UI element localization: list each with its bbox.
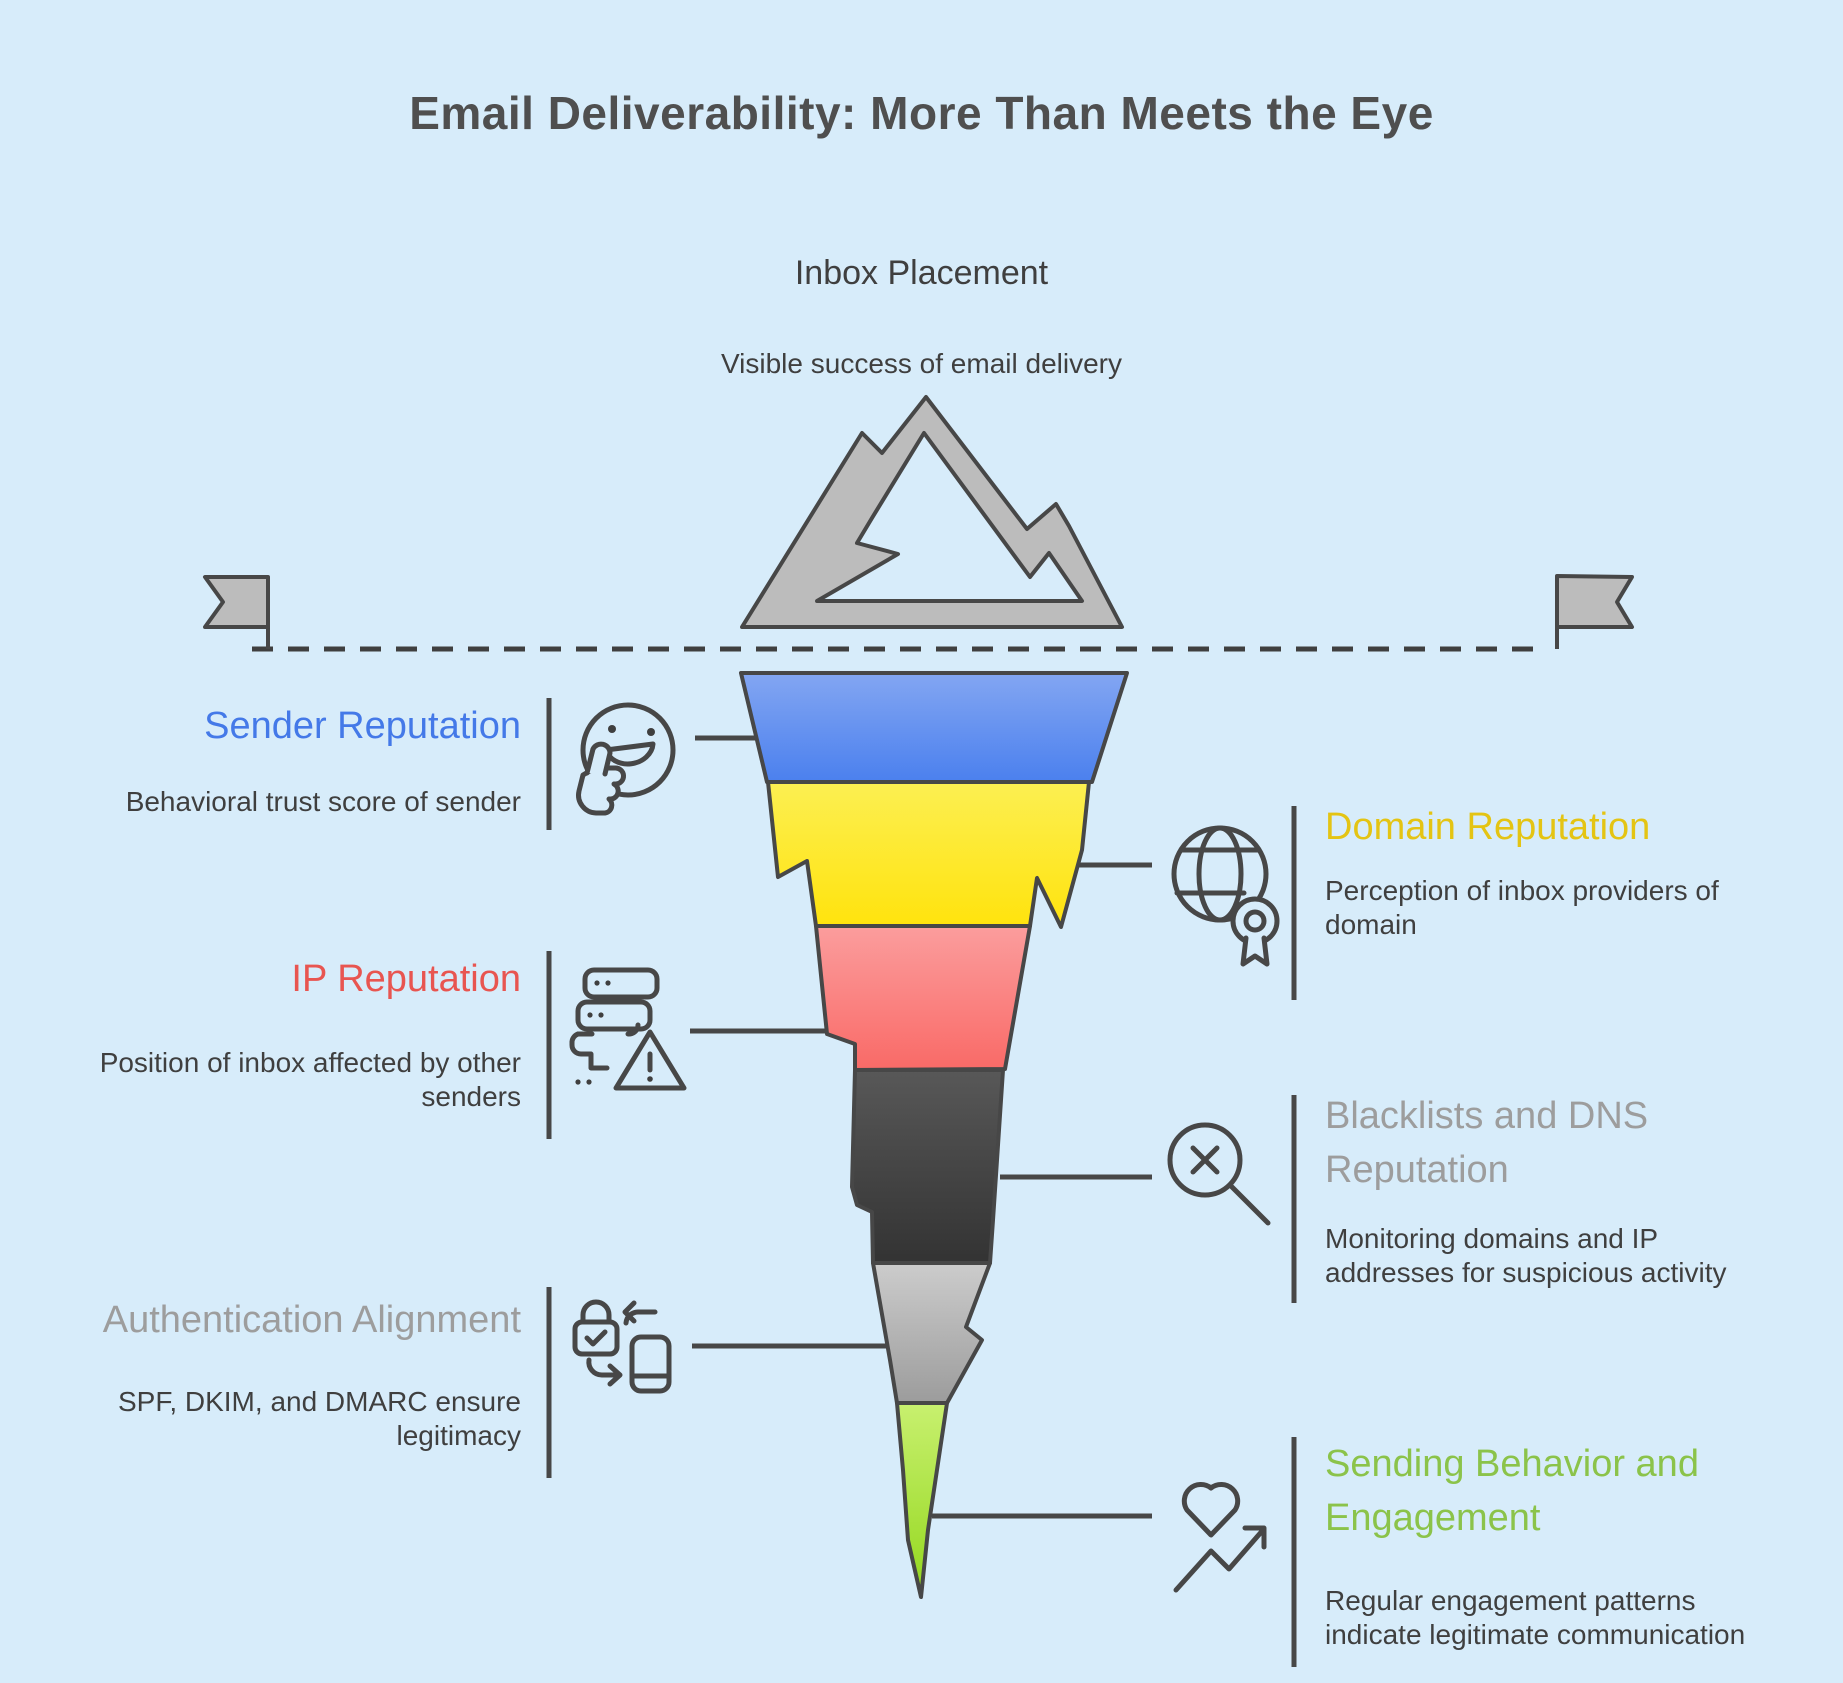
blacklists-dns-title: Blacklists and DNS Reputation [1325,1095,1649,1191]
funnel-segment-sending [895,1401,949,1599]
authentication-alignment-body: SPF, DKIM, and DMARC ensure legitimacy [117,1386,521,1452]
funnel-segment-sender [739,671,1129,784]
funnel-segment-ip [814,924,1032,1072]
blacklists-dns-body: Monitoring domains and IP addresses for … [1325,1223,1727,1289]
sending-behavior-body: Regular engagement patterns indicate leg… [1325,1585,1746,1651]
funnel-segment-auth [871,1261,992,1405]
sending-behavior-title: Sending Behavior and Engagement [1325,1443,1699,1539]
domain-reputation-body: Perception of inbox providers of domain [1325,875,1719,941]
funnel-segment-blacklists [850,1068,1005,1265]
domain-reputation-title: Domain Reputation [1325,806,1651,848]
server-warning-icon [569,967,687,1091]
magnifier-x-icon [1167,1122,1271,1226]
ip-reputation-title: IP Reputation [291,958,521,1000]
heart-trend-icon [1173,1482,1267,1593]
globe-award-icon [1171,825,1280,967]
flag-icon [203,575,270,649]
funnel-segment-domain [766,780,1091,929]
authentication-alignment-title: Authentication Alignment [102,1299,521,1341]
flag-icon [1555,574,1634,649]
ip-reputation-body: Position of inbox affected by other send… [99,1047,521,1113]
funnel [739,671,1129,1599]
surface-subheading: Visible success of email delivery [721,348,1122,379]
surface-heading: Inbox Placement [794,254,1049,292]
lock-device-sync-icon [572,1299,672,1394]
sender-reputation-body: Behavioral trust score of sender [125,786,521,817]
page-title: Email Deliverability: More Than Meets th… [409,87,1434,139]
sender-reputation-title: Sender Reputation [204,705,521,747]
thumbs-up-smiley-icon [576,702,676,816]
mountain-icon [740,395,1124,629]
